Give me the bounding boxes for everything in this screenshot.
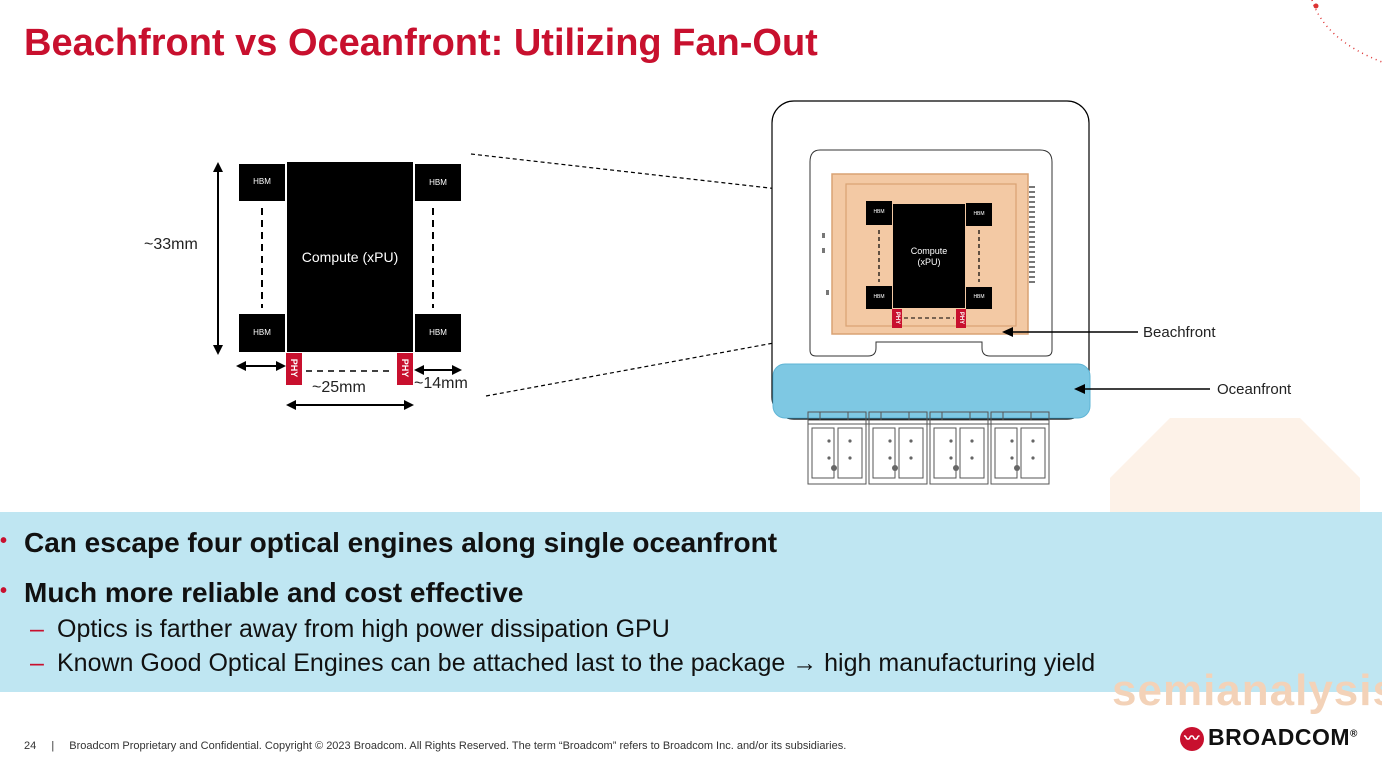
corner-decoration xyxy=(1311,0,1382,63)
bullet-band xyxy=(0,512,1382,692)
dim-width-label: ~25mm xyxy=(312,379,366,396)
left-hbm-label: HBM xyxy=(253,177,271,186)
sub-bullet-text: Optics is farther away from high power d… xyxy=(57,615,670,643)
left-hbm-bottom-left xyxy=(239,314,285,352)
logo-text: BROADCOM xyxy=(1208,724,1350,750)
left-package-diagram xyxy=(213,162,462,410)
right-phy-left xyxy=(892,309,902,328)
right-compute-die xyxy=(893,204,965,308)
dim-right-label: ~14mm xyxy=(414,375,468,392)
beachfront-label: Beachfront xyxy=(1143,324,1216,341)
footer-text: Broadcom Proprietary and Confidential. C… xyxy=(69,740,847,752)
right-compute-label: Compute (xPU) xyxy=(893,246,965,268)
right-phy-right xyxy=(956,309,966,328)
left-compute-die xyxy=(287,162,413,352)
optical-engines xyxy=(807,411,1050,485)
bullet-text: Can escape four optical engines along si… xyxy=(24,527,778,558)
logo-registered: ® xyxy=(1350,728,1358,740)
pin-column xyxy=(1029,186,1035,283)
left-hbm-bottom-right xyxy=(415,314,461,352)
small-pad xyxy=(822,233,825,238)
left-phy-right xyxy=(397,353,413,385)
right-hbm-top-right xyxy=(966,203,992,226)
sub-bullet-dash: – xyxy=(30,649,44,677)
right-phy-label: PHY xyxy=(894,311,900,325)
sub-bullet-dash: – xyxy=(30,615,44,643)
bullet-text: Much more reliable and cost effective xyxy=(24,577,524,608)
watermark-text: semianalysis xyxy=(1112,666,1382,715)
right-hbm-top-left xyxy=(866,201,892,225)
connector-dots xyxy=(827,439,1035,471)
sub-bullet-text: Known Good Optical Engines can be attach… xyxy=(57,649,1096,677)
right-hbm-label: HBM xyxy=(873,209,885,215)
right-hbm-label: HBM xyxy=(973,211,985,217)
footer-separator: | xyxy=(51,740,55,752)
corner-dot xyxy=(1313,3,1319,9)
right-compute-label-line1: Compute xyxy=(910,246,948,256)
right-hbm-label: HBM xyxy=(873,294,885,300)
oceanfront-strip xyxy=(772,363,1091,419)
substrate-inner xyxy=(845,183,1017,327)
left-hbm-label: HBM xyxy=(429,328,447,337)
broadcom-logo-icon: 〰 xyxy=(1180,727,1204,751)
dim-height-label: ~33mm xyxy=(144,236,198,253)
left-compute-label: Compute (xPU) xyxy=(301,249,399,265)
oceanfront-label: Oceanfront xyxy=(1217,381,1292,398)
right-hbm-label: HBM xyxy=(973,294,985,300)
left-phy-label: PHY xyxy=(289,358,299,378)
broadcom-logo: 〰BROADCOM® xyxy=(1180,724,1358,751)
left-phy-label: PHY xyxy=(400,358,410,378)
right-compute-label-line2: (xPU) xyxy=(917,257,941,267)
left-hbm-top-right xyxy=(415,164,461,201)
page-number: 24 xyxy=(24,740,37,752)
left-hbm-top-left xyxy=(239,164,285,201)
slide-title: Beachfront vs Oceanfront: Utilizing Fan-… xyxy=(24,22,818,64)
right-package-diagram xyxy=(771,100,1210,485)
bullet-dot: • xyxy=(0,530,8,552)
left-hbm-label: HBM xyxy=(429,178,447,187)
footer: 24 | Broadcom Proprietary and Confidenti… xyxy=(24,740,846,752)
right-phy-label: PHY xyxy=(958,311,964,325)
bullet-dot: • xyxy=(0,580,8,602)
left-hbm-label: HBM xyxy=(253,328,271,337)
right-hbm-bottom-right xyxy=(966,287,992,309)
projection-line-bottom xyxy=(485,325,867,397)
right-hbm-bottom-left xyxy=(866,286,892,309)
left-phy-left xyxy=(286,353,302,385)
